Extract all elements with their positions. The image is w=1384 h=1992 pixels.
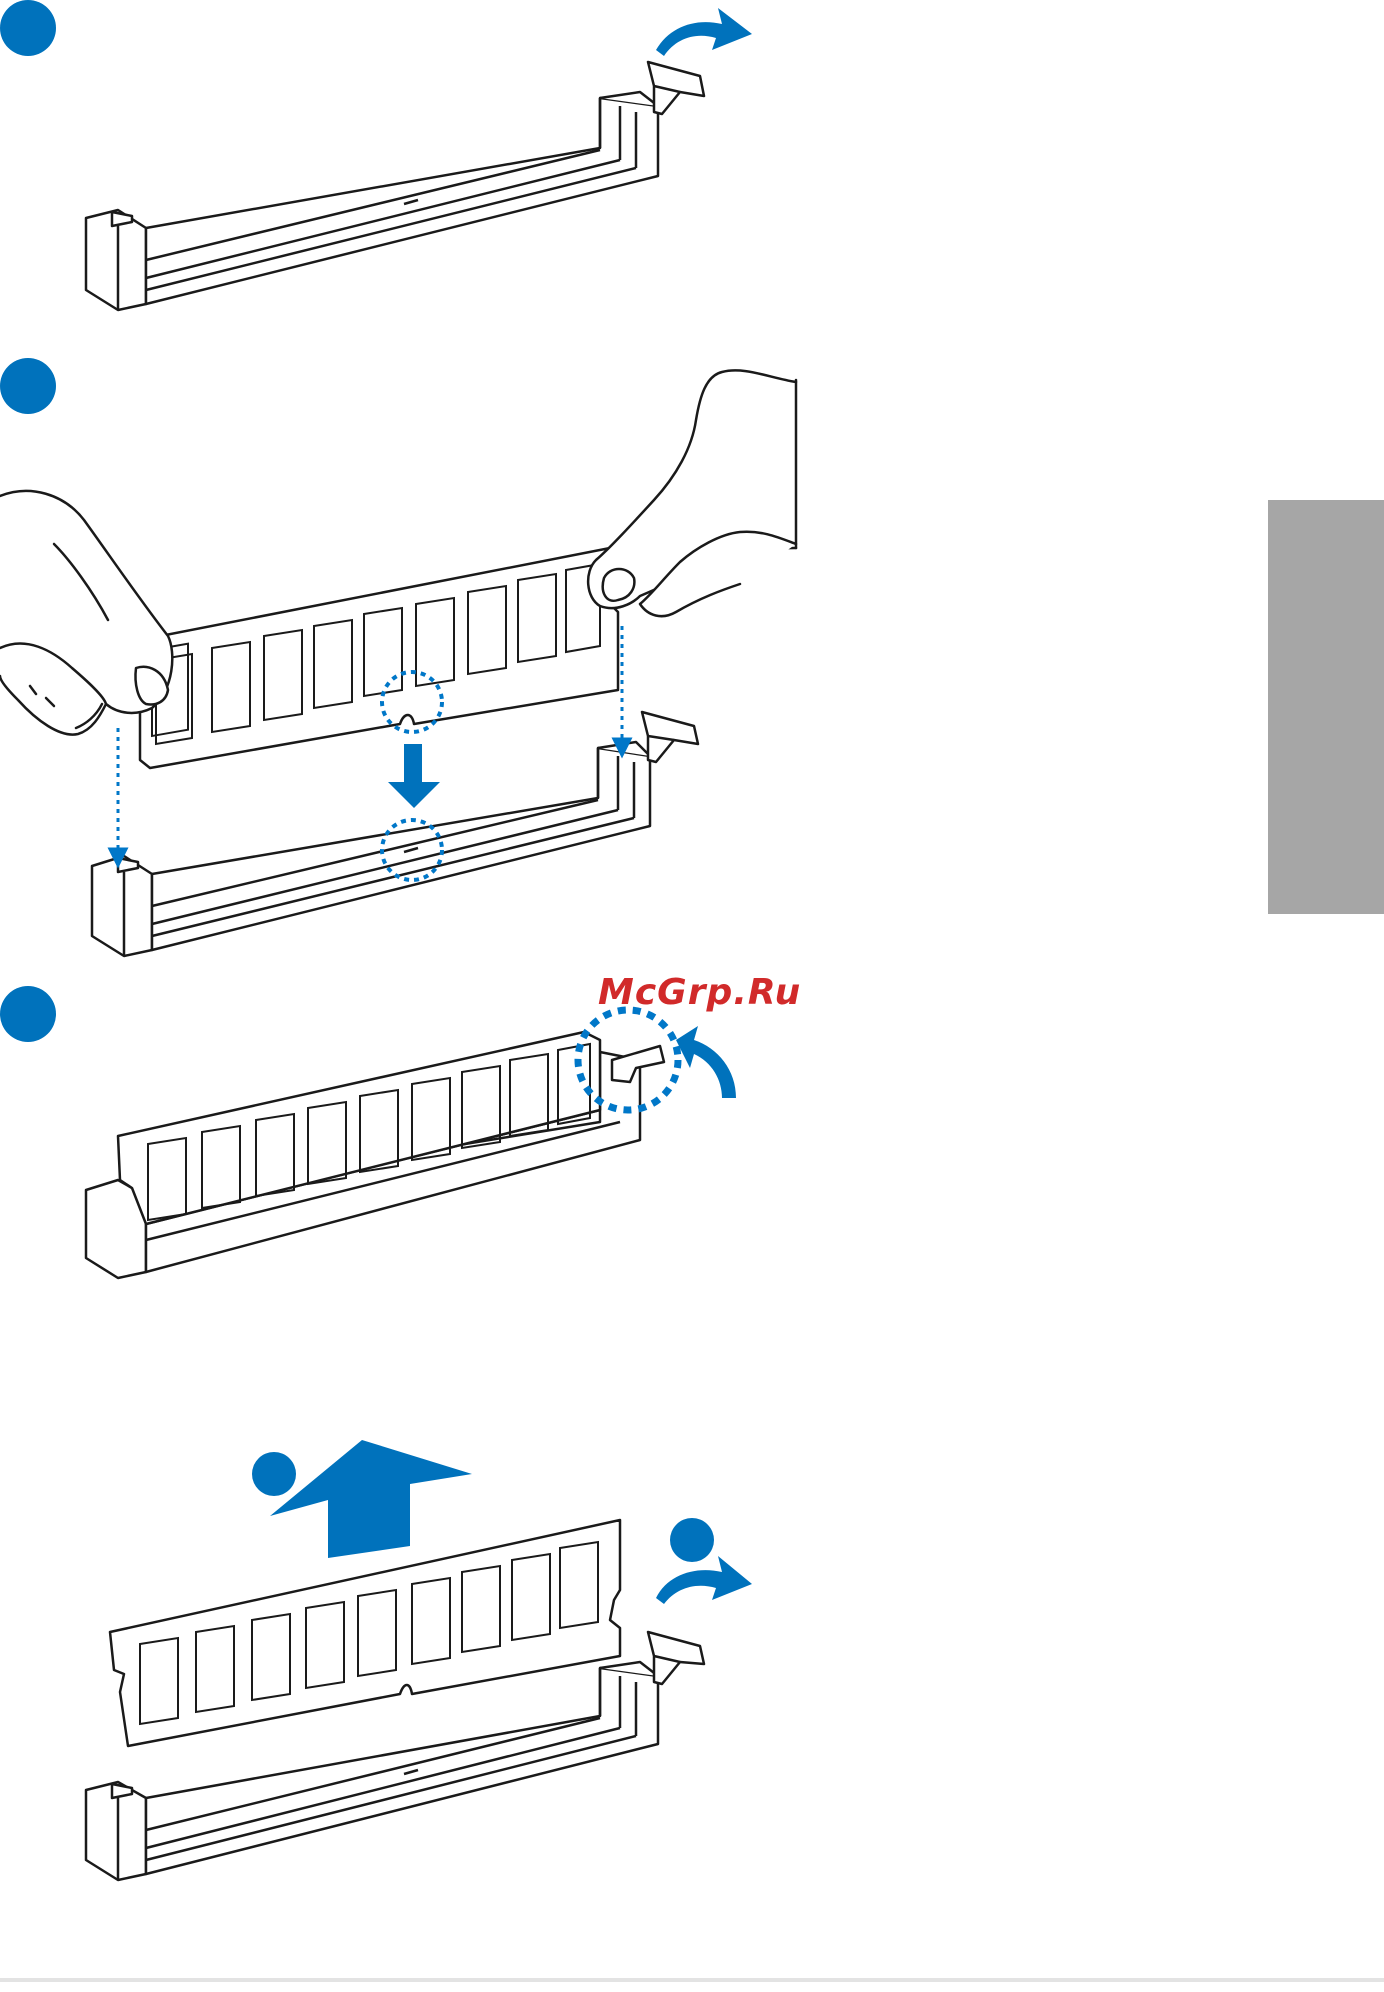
dimm-slot-step-2 xyxy=(92,742,650,956)
dimm-slot-step-1 xyxy=(86,92,658,310)
latch-close-arrow-icon xyxy=(676,1026,736,1098)
left-hand xyxy=(0,491,172,735)
right-latch-open-step-2 xyxy=(642,712,698,762)
dimm-module-removed xyxy=(110,1520,620,1746)
right-hand xyxy=(588,370,796,616)
step-3-badge xyxy=(0,986,56,1042)
chapter-side-tab xyxy=(1268,500,1384,914)
latch-open-arrow-icon xyxy=(656,8,752,56)
step-2-badge xyxy=(0,358,56,414)
remove-step-b-badge xyxy=(670,1518,714,1562)
step-1-badge xyxy=(0,0,56,56)
right-latch-open-step-1 xyxy=(648,62,704,114)
insert-down-arrow-icon xyxy=(388,744,440,808)
watermark: McGrp.Ru xyxy=(598,972,801,1013)
lift-up-arrow-icon xyxy=(270,1440,472,1558)
right-latch-open-removal xyxy=(648,1632,704,1684)
remove-step-a-badge xyxy=(252,1452,296,1496)
latch-open-arrow-icon-removal xyxy=(656,1556,752,1604)
footer-rule xyxy=(0,1978,1384,1982)
